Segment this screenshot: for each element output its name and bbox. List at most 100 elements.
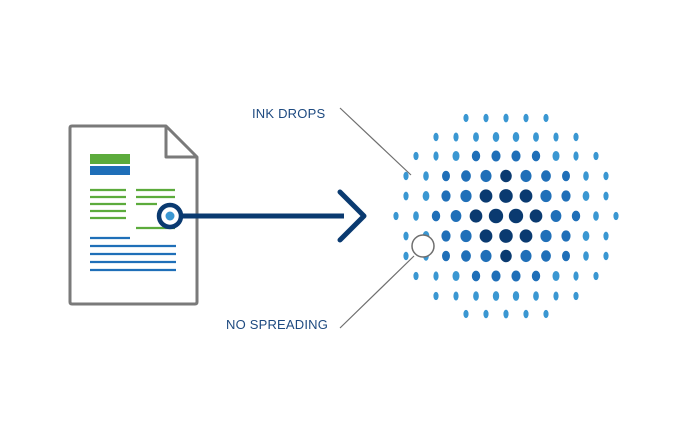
ink-drop — [512, 291, 520, 301]
ink-drop — [441, 190, 451, 202]
ink-drop — [479, 189, 493, 203]
ink-drop — [433, 271, 439, 281]
ink-drop — [403, 171, 409, 181]
ink-drop — [603, 171, 609, 181]
ink-drop — [431, 210, 441, 222]
ink-drop — [561, 190, 571, 202]
ink-drop — [583, 171, 589, 181]
ink-drop — [469, 209, 483, 223]
ink-drop — [460, 229, 472, 243]
ink-drop — [593, 271, 599, 281]
ink-drop — [499, 229, 513, 243]
ink-drop — [413, 151, 419, 161]
ink-drop — [573, 271, 579, 281]
ink-drop — [442, 250, 450, 262]
ink-drop — [461, 170, 471, 182]
ink-drop — [573, 132, 579, 142]
ink-drop — [500, 249, 512, 263]
ink-drop — [473, 291, 479, 301]
ink-drop — [473, 132, 479, 142]
ink-drop — [471, 270, 481, 282]
ink-drop — [491, 270, 501, 282]
ink-drop — [413, 271, 419, 281]
ink-drop — [543, 113, 549, 123]
ink-drop — [543, 309, 549, 319]
ink-drop — [492, 132, 500, 142]
ink-drop — [593, 211, 599, 221]
ink-drop — [523, 113, 529, 123]
ink-drops-label: INK DROPS — [252, 106, 326, 121]
ink-drop — [541, 170, 551, 182]
ink-drop — [531, 150, 541, 162]
ink-drop — [561, 230, 571, 242]
ink-drop — [531, 270, 541, 282]
ink-drop — [519, 189, 533, 203]
magnifier-icon — [156, 202, 184, 230]
ink-drop — [492, 291, 500, 301]
ink-drop — [512, 132, 520, 142]
ink-drop — [422, 191, 430, 201]
ink-drop — [393, 211, 399, 221]
ink-drop — [583, 251, 589, 261]
document-text-blue — [90, 236, 176, 272]
no-spreading-label: NO SPREADING — [226, 317, 329, 332]
ink-drop — [500, 169, 512, 183]
ink-drop — [461, 250, 471, 262]
arrow-right-icon — [337, 189, 367, 243]
ink-drop — [520, 249, 532, 263]
ink-drop — [582, 231, 590, 241]
ink-drops-leader — [339, 107, 412, 176]
ink-drop — [471, 150, 481, 162]
ink-drop — [403, 251, 409, 261]
ink-drop — [511, 150, 521, 162]
ink-drop — [550, 210, 562, 222]
ink-drop — [413, 211, 419, 221]
document-header-blue — [90, 166, 130, 175]
ink-drop — [463, 309, 469, 319]
ink-drop — [453, 291, 459, 301]
ink-drop — [529, 209, 543, 223]
ink-drop — [533, 132, 539, 142]
ink-drop — [491, 150, 501, 162]
ink-drop — [488, 208, 504, 224]
ink-drop — [552, 150, 560, 162]
no-spreading-highlight — [411, 234, 435, 258]
ink-drop — [452, 270, 460, 282]
ink-drop — [503, 113, 509, 123]
ink-drop — [573, 291, 579, 301]
ink-drop-sphere — [393, 113, 619, 319]
no-spreading-leader — [339, 255, 415, 329]
ink-drop — [433, 151, 439, 161]
ink-drop — [553, 132, 559, 142]
document-header-green — [90, 154, 130, 164]
ink-drop — [452, 150, 460, 162]
ink-drop — [553, 291, 559, 301]
ink-drop — [433, 291, 439, 301]
ink-drop — [540, 189, 552, 203]
ink-drop — [453, 132, 459, 142]
ink-drop — [520, 169, 532, 183]
ink-drop — [450, 210, 462, 222]
ink-drop — [403, 231, 409, 241]
ink-drop — [508, 208, 524, 224]
document-fold — [164, 126, 197, 159]
ink-drop — [603, 231, 609, 241]
ink-drop — [613, 211, 619, 221]
ink-drop — [403, 191, 409, 201]
ink-drop — [562, 170, 570, 182]
ink-drop — [603, 251, 609, 261]
ink-drop — [511, 270, 521, 282]
ink-drop — [441, 230, 451, 242]
ink-drop — [442, 170, 450, 182]
ink-drop — [483, 113, 489, 123]
ink-drop — [519, 229, 533, 243]
ink-drop — [562, 250, 570, 262]
ink-drop — [463, 113, 469, 123]
ink-drop — [480, 169, 492, 183]
ink-drop — [523, 309, 529, 319]
ink-drop — [571, 210, 581, 222]
ink-drop — [552, 270, 560, 282]
ink-drop — [480, 249, 492, 263]
